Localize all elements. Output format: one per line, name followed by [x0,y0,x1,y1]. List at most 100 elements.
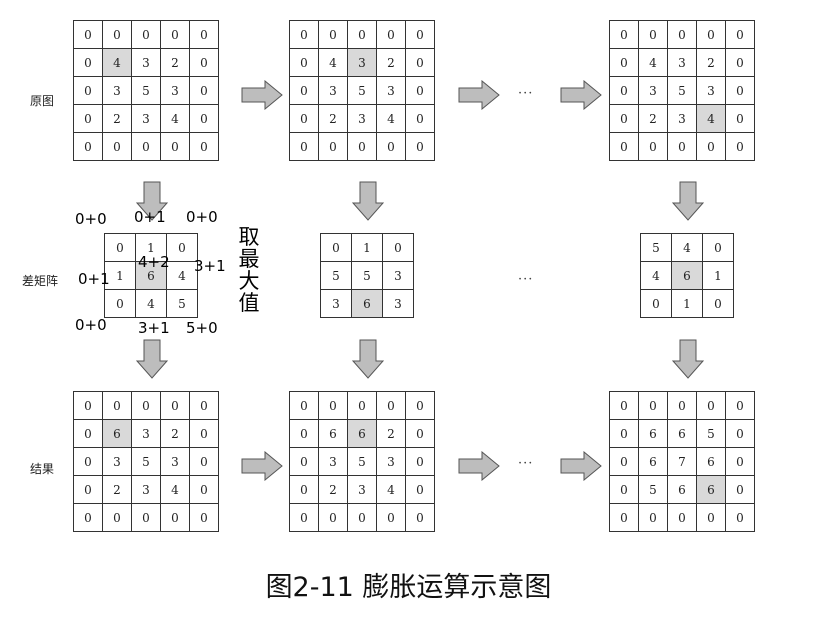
grid-cell: 0 [405,447,435,476]
grid-cell: 0 [131,503,161,532]
right-arrow-icon [560,451,602,481]
ellipsis-result-row: ··· [518,456,534,471]
grid-cell: 0 [189,475,219,504]
grid-cell: 0 [725,20,755,49]
grid-cell: 5 [131,447,161,476]
grid-cell: 3 [131,475,161,504]
down-arrow-icon [352,339,384,379]
note-char: 值 [238,291,260,315]
grid-cell: 0 [102,503,132,532]
grid-cell: 0 [725,391,755,420]
grid-cell: 0 [702,289,734,318]
grid-cell: 0 [725,104,755,133]
grid-cell: 0 [638,20,668,49]
grid-cell: 0 [73,391,103,420]
grid-cell: 3 [638,76,668,105]
grid-cell: 0 [73,503,103,532]
grid-cell: 2 [160,419,190,448]
grid-cell: 0 [609,447,639,476]
grid-cell: 4 [160,104,190,133]
grid-cell: 0 [405,475,435,504]
grid-cell: 3 [667,104,697,133]
grid-cell: 0 [405,132,435,161]
grid-cell: 3 [102,76,132,105]
grid-cell: 0 [289,447,319,476]
grid-cell: 0 [405,419,435,448]
grid-cell: 0 [320,233,352,262]
grid-cell: 0 [160,20,190,49]
grid-cell: 5 [667,76,697,105]
grid-cell: 4 [376,475,406,504]
grid-cell: 0 [160,391,190,420]
grid-cell: 0 [73,76,103,105]
grid-cell: 4 [166,261,198,290]
right-arrow-icon [241,451,283,481]
grid-cell: 3 [347,48,377,77]
grid-cell: 0 [376,132,406,161]
grid-cell: 0 [347,20,377,49]
grid-cell: 0 [725,475,755,504]
grid-cell: 0 [289,76,319,105]
grid-cell: 0 [160,132,190,161]
right-arrow-icon [241,80,283,110]
grid-cell: 0 [73,20,103,49]
grid-cell: 0 [102,20,132,49]
grid-cell: 0 [609,104,639,133]
row-label-diff: 差矩阵 [22,274,59,288]
grid-cell: 0 [104,233,136,262]
grid-cell: 0 [347,391,377,420]
grid-cell: 0 [702,233,734,262]
grid-cell: 0 [189,76,219,105]
grid-cell: 0 [609,20,639,49]
grid-cell: 0 [289,104,319,133]
grid-cell: 3 [667,48,697,77]
grid-cell: 0 [347,503,377,532]
grid-cell: 0 [289,48,319,77]
grid-cell: 2 [160,48,190,77]
grid-cell: 5 [166,289,198,318]
grid-cell: 3 [696,76,726,105]
annotation-top-center: 0+1 [134,208,166,226]
grid-cell: 2 [318,104,348,133]
grid-cell: 0 [725,132,755,161]
grid-cell: 6 [347,419,377,448]
down-arrow-icon [352,181,384,221]
grid-cell: 6 [318,419,348,448]
grid-cell: 0 [289,419,319,448]
grid-cell: 5 [638,475,668,504]
grid-cell: 4 [318,48,348,77]
grid-cell: 0 [189,48,219,77]
grid-cell: 0 [405,76,435,105]
grid-cell: 0 [289,391,319,420]
grid-cell: 0 [405,20,435,49]
grid-cell: 4 [135,289,167,318]
grid-cell: 0 [102,132,132,161]
annotation-bottom-left: 0+0 [75,316,107,334]
grid-cell: 0 [667,132,697,161]
grid-cell: 0 [609,76,639,105]
annotation-mid-left: 0+1 [78,270,110,288]
grid-cell: 5 [640,233,672,262]
grid-cell: 4 [696,104,726,133]
grid-cell: 0 [318,20,348,49]
grid-cell: 3 [102,447,132,476]
grid-cell: 6 [696,475,726,504]
